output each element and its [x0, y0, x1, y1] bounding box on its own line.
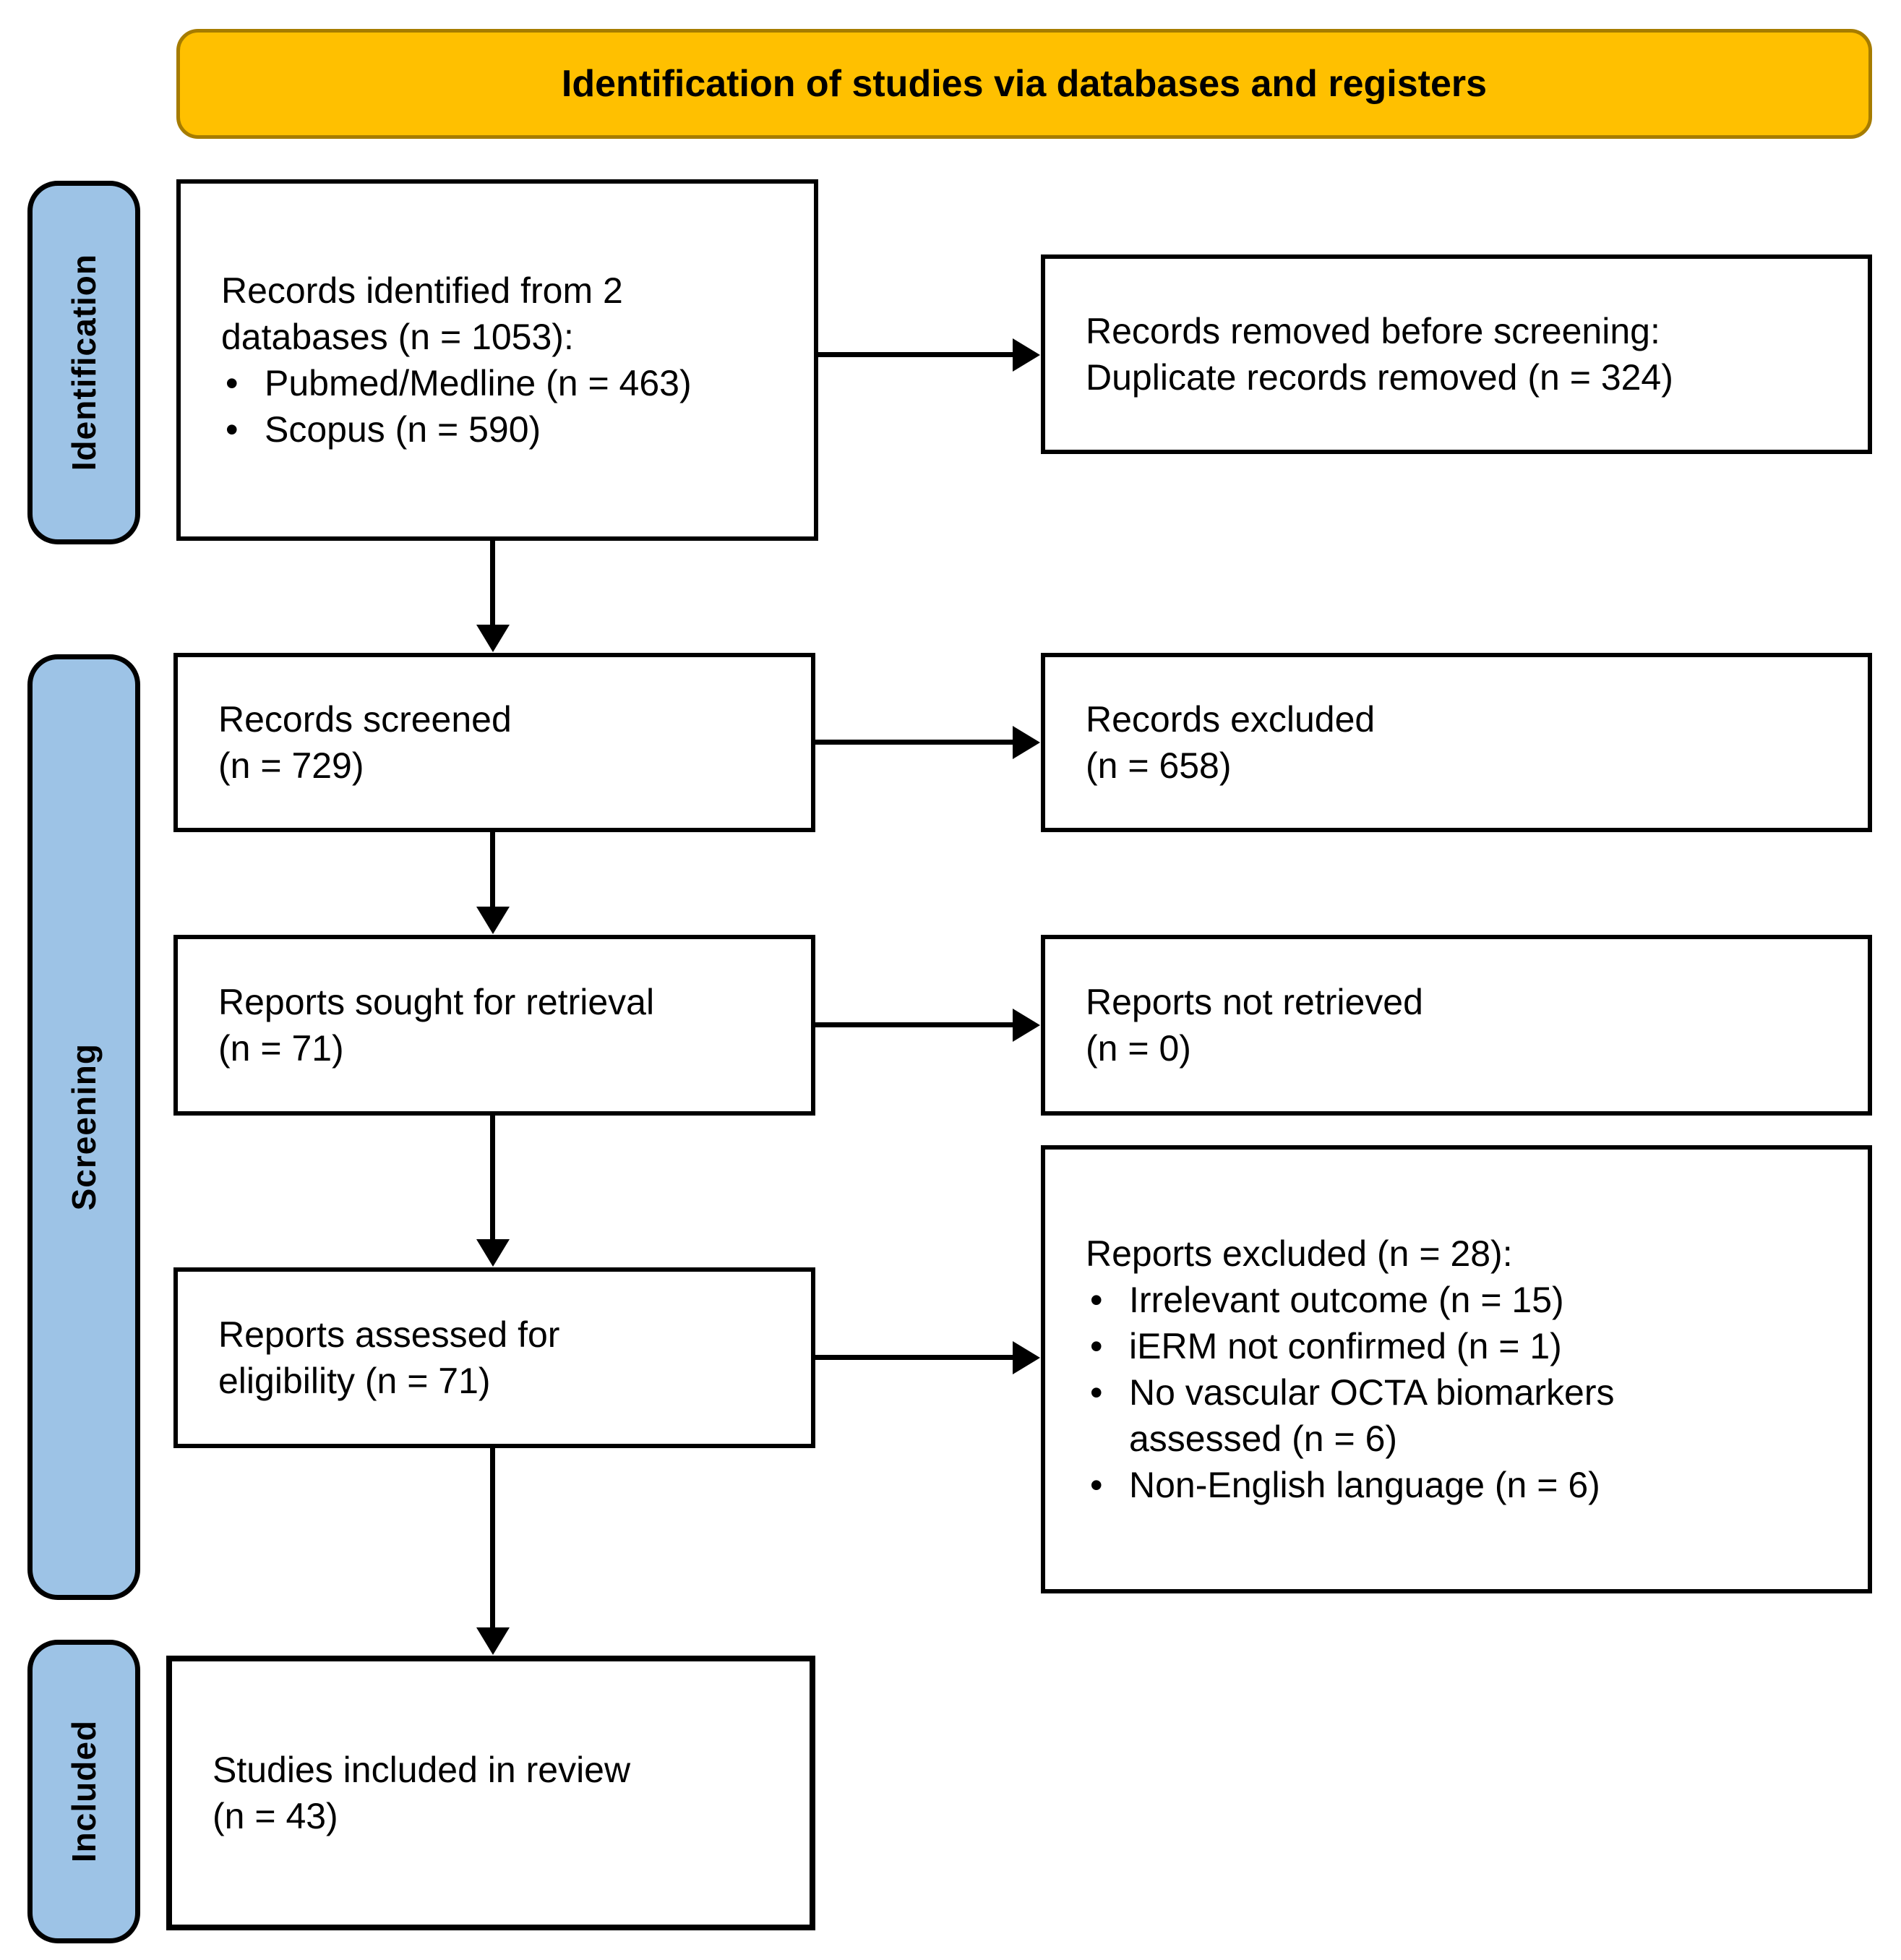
- box-reports-assessed-line1: Reports assessed for: [218, 1314, 560, 1355]
- box-reports-assessed: Reports assessed for eligibility (n = 71…: [173, 1267, 815, 1448]
- box-reports-not-retrieved: Reports not retrieved (n = 0): [1041, 935, 1872, 1116]
- arrow-down-sought-to-assessed: [490, 1116, 495, 1240]
- box-reports-not-retrieved-count: (n = 0): [1086, 1028, 1191, 1069]
- phase-label-screening-text: Screening: [65, 1043, 103, 1211]
- box-reports-sought-label: Reports sought for retrieval: [218, 982, 655, 1022]
- box-reports-excluded-title: Reports excluded (n = 28):: [1086, 1233, 1513, 1274]
- box-records-screened-count: (n = 729): [218, 745, 364, 786]
- box-reports-excluded-bullets: Irrelevant outcome (n = 15) iERM not con…: [1086, 1277, 1848, 1508]
- box-studies-included: Studies included in review (n = 43): [166, 1656, 815, 1930]
- box-reports-sought-count: (n = 71): [218, 1028, 344, 1069]
- box-reports-sought: Reports sought for retrieval (n = 71): [173, 935, 815, 1116]
- box-records-identified: Records identified from 2 databases (n =…: [176, 179, 818, 541]
- box-records-removed-line2: Duplicate records removed (n = 324): [1086, 357, 1673, 398]
- bullet-scopus: Scopus (n = 590): [221, 406, 794, 453]
- phase-label-identification-text: Identification: [65, 254, 103, 471]
- phase-label-included: Included: [27, 1640, 140, 1943]
- box-studies-included-label: Studies included in review: [213, 1750, 631, 1790]
- bullet-irrelevant-outcome: Irrelevant outcome (n = 15): [1086, 1277, 1736, 1323]
- box-records-identified-line2: databases (n = 1053):: [221, 317, 574, 357]
- arrow-down-screened-to-sought: [490, 832, 495, 907]
- box-records-identified-bullets: Pubmed/Medline (n = 463) Scopus (n = 590…: [221, 360, 794, 453]
- bullet-non-english-language: Non-English language (n = 6): [1086, 1462, 1736, 1508]
- box-records-excluded: Records excluded (n = 658): [1041, 653, 1872, 832]
- banner-title: Identification of studies via databases …: [561, 63, 1488, 105]
- box-records-removed-line1: Records removed before screening:: [1086, 311, 1660, 351]
- box-records-screened-label: Records screened: [218, 699, 512, 740]
- box-records-excluded-count: (n = 658): [1086, 745, 1232, 786]
- box-reports-assessed-line2: eligibility (n = 71): [218, 1361, 491, 1401]
- box-records-excluded-label: Records excluded: [1086, 699, 1376, 740]
- box-records-screened: Records screened (n = 729): [173, 653, 815, 832]
- box-reports-not-retrieved-label: Reports not retrieved: [1086, 982, 1423, 1022]
- arrow-right-screened-to-excluded: [812, 740, 1013, 745]
- phase-label-included-text: Included: [65, 1720, 103, 1863]
- box-records-removed-before-screening: Records removed before screening: Duplic…: [1041, 254, 1872, 454]
- arrow-down-assessed-to-included: [490, 1448, 495, 1628]
- bullet-pubmed-medline: Pubmed/Medline (n = 463): [221, 360, 794, 406]
- arrow-right-assessed-to-reports-excluded: [812, 1355, 1013, 1360]
- arrow-down-identified-to-screened: [490, 541, 495, 625]
- box-studies-included-count: (n = 43): [213, 1796, 338, 1836]
- arrow-right-sought-to-not-retrieved: [812, 1022, 1013, 1027]
- arrow-right-identified-to-removed: [815, 352, 1013, 357]
- box-reports-excluded: Reports excluded (n = 28): Irrelevant ou…: [1041, 1145, 1872, 1593]
- bullet-ierm-not-confirmed: iERM not confirmed (n = 1): [1086, 1323, 1736, 1369]
- banner-identification-via-databases: Identification of studies via databases …: [176, 29, 1872, 139]
- phase-label-screening: Screening: [27, 654, 140, 1600]
- bullet-no-vascular-octa-biomarkers: No vascular OCTA biomarkers assessed (n …: [1086, 1369, 1736, 1462]
- phase-label-identification: Identification: [27, 181, 140, 544]
- box-records-identified-line1: Records identified from 2: [221, 270, 623, 311]
